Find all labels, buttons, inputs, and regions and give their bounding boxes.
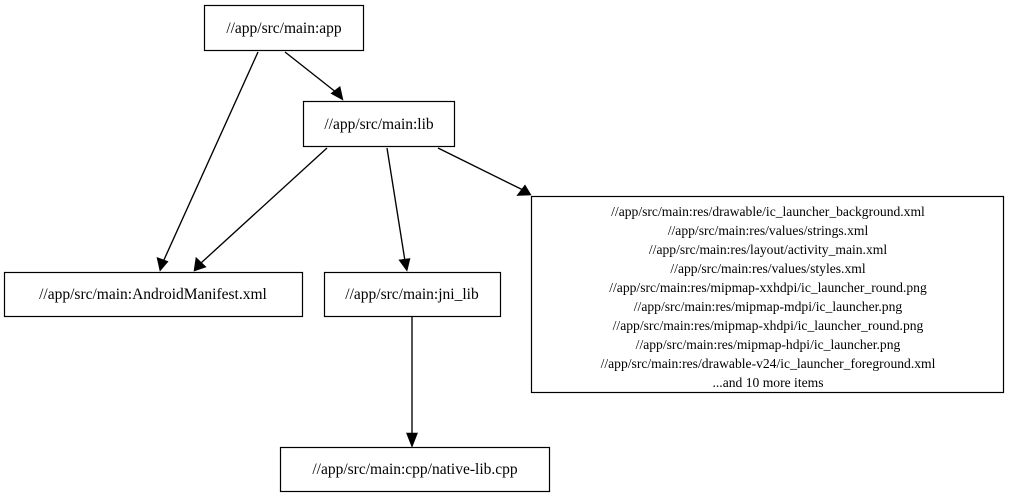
node-label-jni-lib: //app/src/main:jni_lib [345, 286, 479, 303]
resource-line-4: //app/src/main:res/values/styles.xml [670, 261, 865, 276]
arrowhead-icon [398, 258, 411, 272]
edge-line [386, 147, 406, 262]
node-box[interactable] [279, 446, 551, 493]
node-native-lib-cpp[interactable]: //app/src/main:cpp/native-lib.cpp [279, 446, 551, 493]
resource-line-7: //app/src/main:res/mipmap-xhdpi/ic_launc… [613, 318, 924, 333]
arrowhead-icon [156, 257, 169, 272]
node-app[interactable]: //app/src/main:app [203, 4, 365, 52]
edge-line [200, 147, 328, 264]
edge-jni-lib-to-native-lib [406, 317, 418, 448]
edge-line [284, 51, 338, 94]
resource-line-5: //app/src/main:res/mipmap-xxhdpi/ic_laun… [609, 280, 927, 295]
node-box[interactable] [302, 100, 456, 148]
arrowhead-icon [330, 85, 344, 101]
node-label-android-manifest: //app/src/main:AndroidManifest.xml [39, 286, 267, 303]
arrowhead-icon [406, 432, 418, 448]
node-box[interactable] [323, 271, 502, 318]
resource-line-6: //app/src/main:res/mipmap-mdpi/ic_launch… [634, 299, 903, 314]
edge-app-to-manifest [156, 51, 259, 272]
resource-line-2: //app/src/main:res/values/strings.xml [668, 223, 869, 238]
resource-line-3: //app/src/main:res/layout/activity_main.… [649, 242, 887, 257]
node-label-lib: //app/src/main:lib [324, 116, 434, 133]
edge-lib-to-jni-lib [386, 147, 411, 272]
edge-line [437, 147, 524, 191]
node-box[interactable] [530, 195, 1005, 394]
resource-line-10: ...and 10 more items [713, 375, 824, 390]
node-android-manifest[interactable]: //app/src/main:AndroidManifest.xml [3, 271, 304, 318]
resource-line-1: //app/src/main:res/drawable/ic_launcher_… [611, 204, 925, 219]
node-lib[interactable]: //app/src/main:lib [302, 100, 456, 148]
arrowhead-icon [516, 184, 532, 196]
node-box[interactable] [3, 271, 304, 318]
node-box[interactable] [203, 4, 365, 52]
edge-line [162, 51, 259, 263]
node-jni-lib[interactable]: //app/src/main:jni_lib [323, 271, 502, 318]
edge-lib-to-manifest [193, 147, 328, 272]
resource-line-9: //app/src/main:res/drawable-v24/ic_launc… [601, 356, 936, 371]
resource-line-8: //app/src/main:res/mipmap-hdpi/ic_launch… [636, 337, 901, 352]
node-resources-group[interactable]: //app/src/main:res/drawable/ic_launcher_… [530, 195, 1005, 394]
edge-lib-to-resources [437, 147, 532, 196]
edge-app-to-lib [284, 51, 344, 101]
node-label-native-lib-cpp: //app/src/main:cpp/native-lib.cpp [312, 461, 518, 478]
arrowhead-icon [193, 256, 207, 272]
node-label-app: //app/src/main:app [226, 20, 342, 37]
